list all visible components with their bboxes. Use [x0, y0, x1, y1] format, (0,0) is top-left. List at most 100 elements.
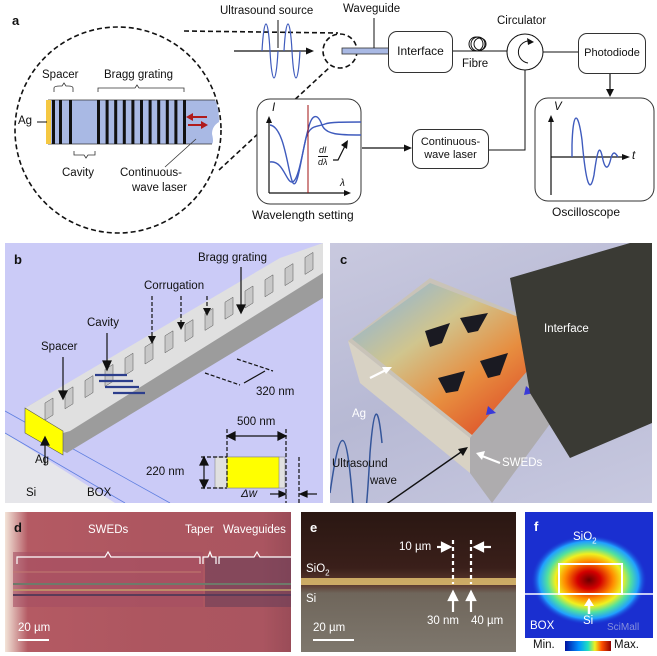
waveguide-label: Waveguide [343, 3, 401, 15]
ag-label-c: Ag [352, 408, 367, 420]
spacer-label: Spacer [41, 341, 78, 353]
cw-pointer [164, 138, 197, 168]
sweds-label-c: SWEDs [502, 457, 543, 469]
waveguide-bar [341, 47, 391, 55]
corrugation-tooth [164, 330, 174, 354]
gap-40um-label: 40 µm [471, 615, 504, 627]
slope-pointer-arrowhead [341, 140, 348, 149]
corrugation-tooth [44, 397, 54, 421]
circulator-arc [517, 40, 532, 64]
gap-arrows [437, 541, 491, 612]
scale-label-d: 20 µm [18, 622, 51, 634]
width-label: 500 nm [237, 416, 276, 428]
interface-glow [301, 578, 516, 585]
axis-label-t: t [632, 150, 636, 162]
colorbar [565, 641, 611, 651]
bragg-stripe [105, 100, 109, 144]
inset-cw-label-1: Continuous- [120, 167, 183, 179]
corrugation-tooth [124, 352, 134, 376]
panel-letter-c: c [340, 252, 348, 267]
chip-photo-illustration [330, 243, 652, 503]
bragg-stripe [122, 100, 126, 144]
cavity-label: Cavity [87, 317, 119, 329]
interface-label-c: Interface [544, 323, 589, 335]
ultrasound-source-label: Ultrasound source [220, 5, 314, 17]
taper-label: Taper [185, 524, 214, 536]
wavelength-setting-label: Wavelength setting [252, 208, 354, 222]
inset-spacer-label: Spacer [42, 69, 79, 81]
inset-bragg-stripes [97, 100, 186, 144]
corrugation-tooth [264, 274, 274, 298]
sweds-arrow [481, 454, 501, 465]
transmission-curve-2 [269, 121, 362, 183]
oscilloscope-box [534, 97, 655, 202]
corrugation-tooth [304, 251, 314, 275]
voltage-axis-arrowhead [548, 115, 554, 122]
sio2-label-e: SiO2 [306, 563, 330, 578]
panel-b-waveguide-3d: b Bragg grating Corrugation Cavity Space… [5, 243, 323, 503]
photodiode-label: Photodiode [584, 47, 640, 60]
mode-field-plot [525, 535, 653, 625]
waveguides-label: Waveguides [223, 524, 286, 536]
delta-w-label: Δw [241, 488, 258, 500]
ag-face [24, 407, 64, 456]
spacer-bracket [53, 82, 74, 92]
circulator-laser-line [489, 70, 526, 151]
interface-block [510, 243, 652, 458]
bragg-stripe [140, 100, 143, 144]
setting-laser-arrowhead [404, 144, 412, 152]
inset-spacer-stripes [52, 100, 72, 144]
cw-laser-label-1: Continuous- [420, 136, 481, 149]
inset-cw-label-2: wave laser [132, 182, 187, 194]
magnifier-circle [14, 26, 222, 234]
waveguide-3d-drawing [5, 243, 323, 503]
panel-f-mode-profile: f SiO2 Si BOX SciMall [525, 512, 653, 638]
ag-arrow-c [369, 369, 387, 379]
derivative-denominator: dλ [318, 157, 328, 167]
dimension-arrows [199, 431, 317, 498]
wavelength-setting-box [256, 98, 362, 205]
panel-letter-d: d [14, 520, 22, 535]
lambda-axis-arrowhead [344, 190, 351, 196]
microscope-side-view [301, 540, 516, 641]
bragg-stripe [157, 100, 161, 144]
bragg-stripe [97, 100, 100, 144]
si-label: Si [26, 487, 37, 499]
si-label-f: Si [583, 615, 594, 627]
corrugation-tooth [284, 263, 294, 287]
bragg-stripe [183, 100, 186, 144]
zoom-line-top [183, 30, 339, 34]
fibre-coil-2 [470, 36, 486, 52]
ultrasound-wave-2 [283, 23, 301, 79]
circulator-label: Circulator [497, 15, 547, 27]
axis-label-lambda: λ [340, 178, 345, 189]
photodiode-scope-arrowhead [606, 89, 614, 97]
si-label-e: Si [306, 593, 317, 605]
cw-laser-box: Continuous- wave laser [412, 129, 489, 169]
inset-waveguide-end [211, 100, 219, 144]
panel-d-microscope-top: d SWEDs Taper Waveguides 20 µm [5, 512, 291, 652]
panel-letter-b: b [14, 252, 22, 267]
inset-ag-layer [46, 100, 51, 144]
panel-c-chip-photo: c Interface Ag SWEDs Ultrasound wave [330, 243, 652, 503]
panel-letter-a: a [12, 13, 20, 28]
bragg-stripe [165, 100, 169, 144]
interface-box: Interface [388, 31, 453, 73]
period-dimension [204, 358, 274, 386]
derivative-numerator: dI [318, 145, 328, 157]
box-label: BOX [87, 487, 112, 499]
mode-intensity [531, 535, 647, 625]
inset-waveguide [48, 100, 211, 144]
sweds-label-d: SWEDs [88, 524, 129, 536]
height-label: 220 nm [146, 466, 185, 478]
ultrasound-wave-label-1: Ultrasound [332, 458, 388, 470]
intensity-axis-arrowhead [266, 116, 272, 123]
box-label-f: BOX [530, 620, 555, 632]
waveguide-lines [13, 571, 291, 596]
sio2-label-f: SiO2 [573, 531, 597, 546]
bragg-stripe [174, 100, 178, 144]
signal-trace [571, 117, 619, 186]
corrugation-tooth [184, 319, 194, 343]
inset-bragg-label: Bragg grating [104, 69, 174, 81]
corrugation-teeth [44, 251, 314, 421]
